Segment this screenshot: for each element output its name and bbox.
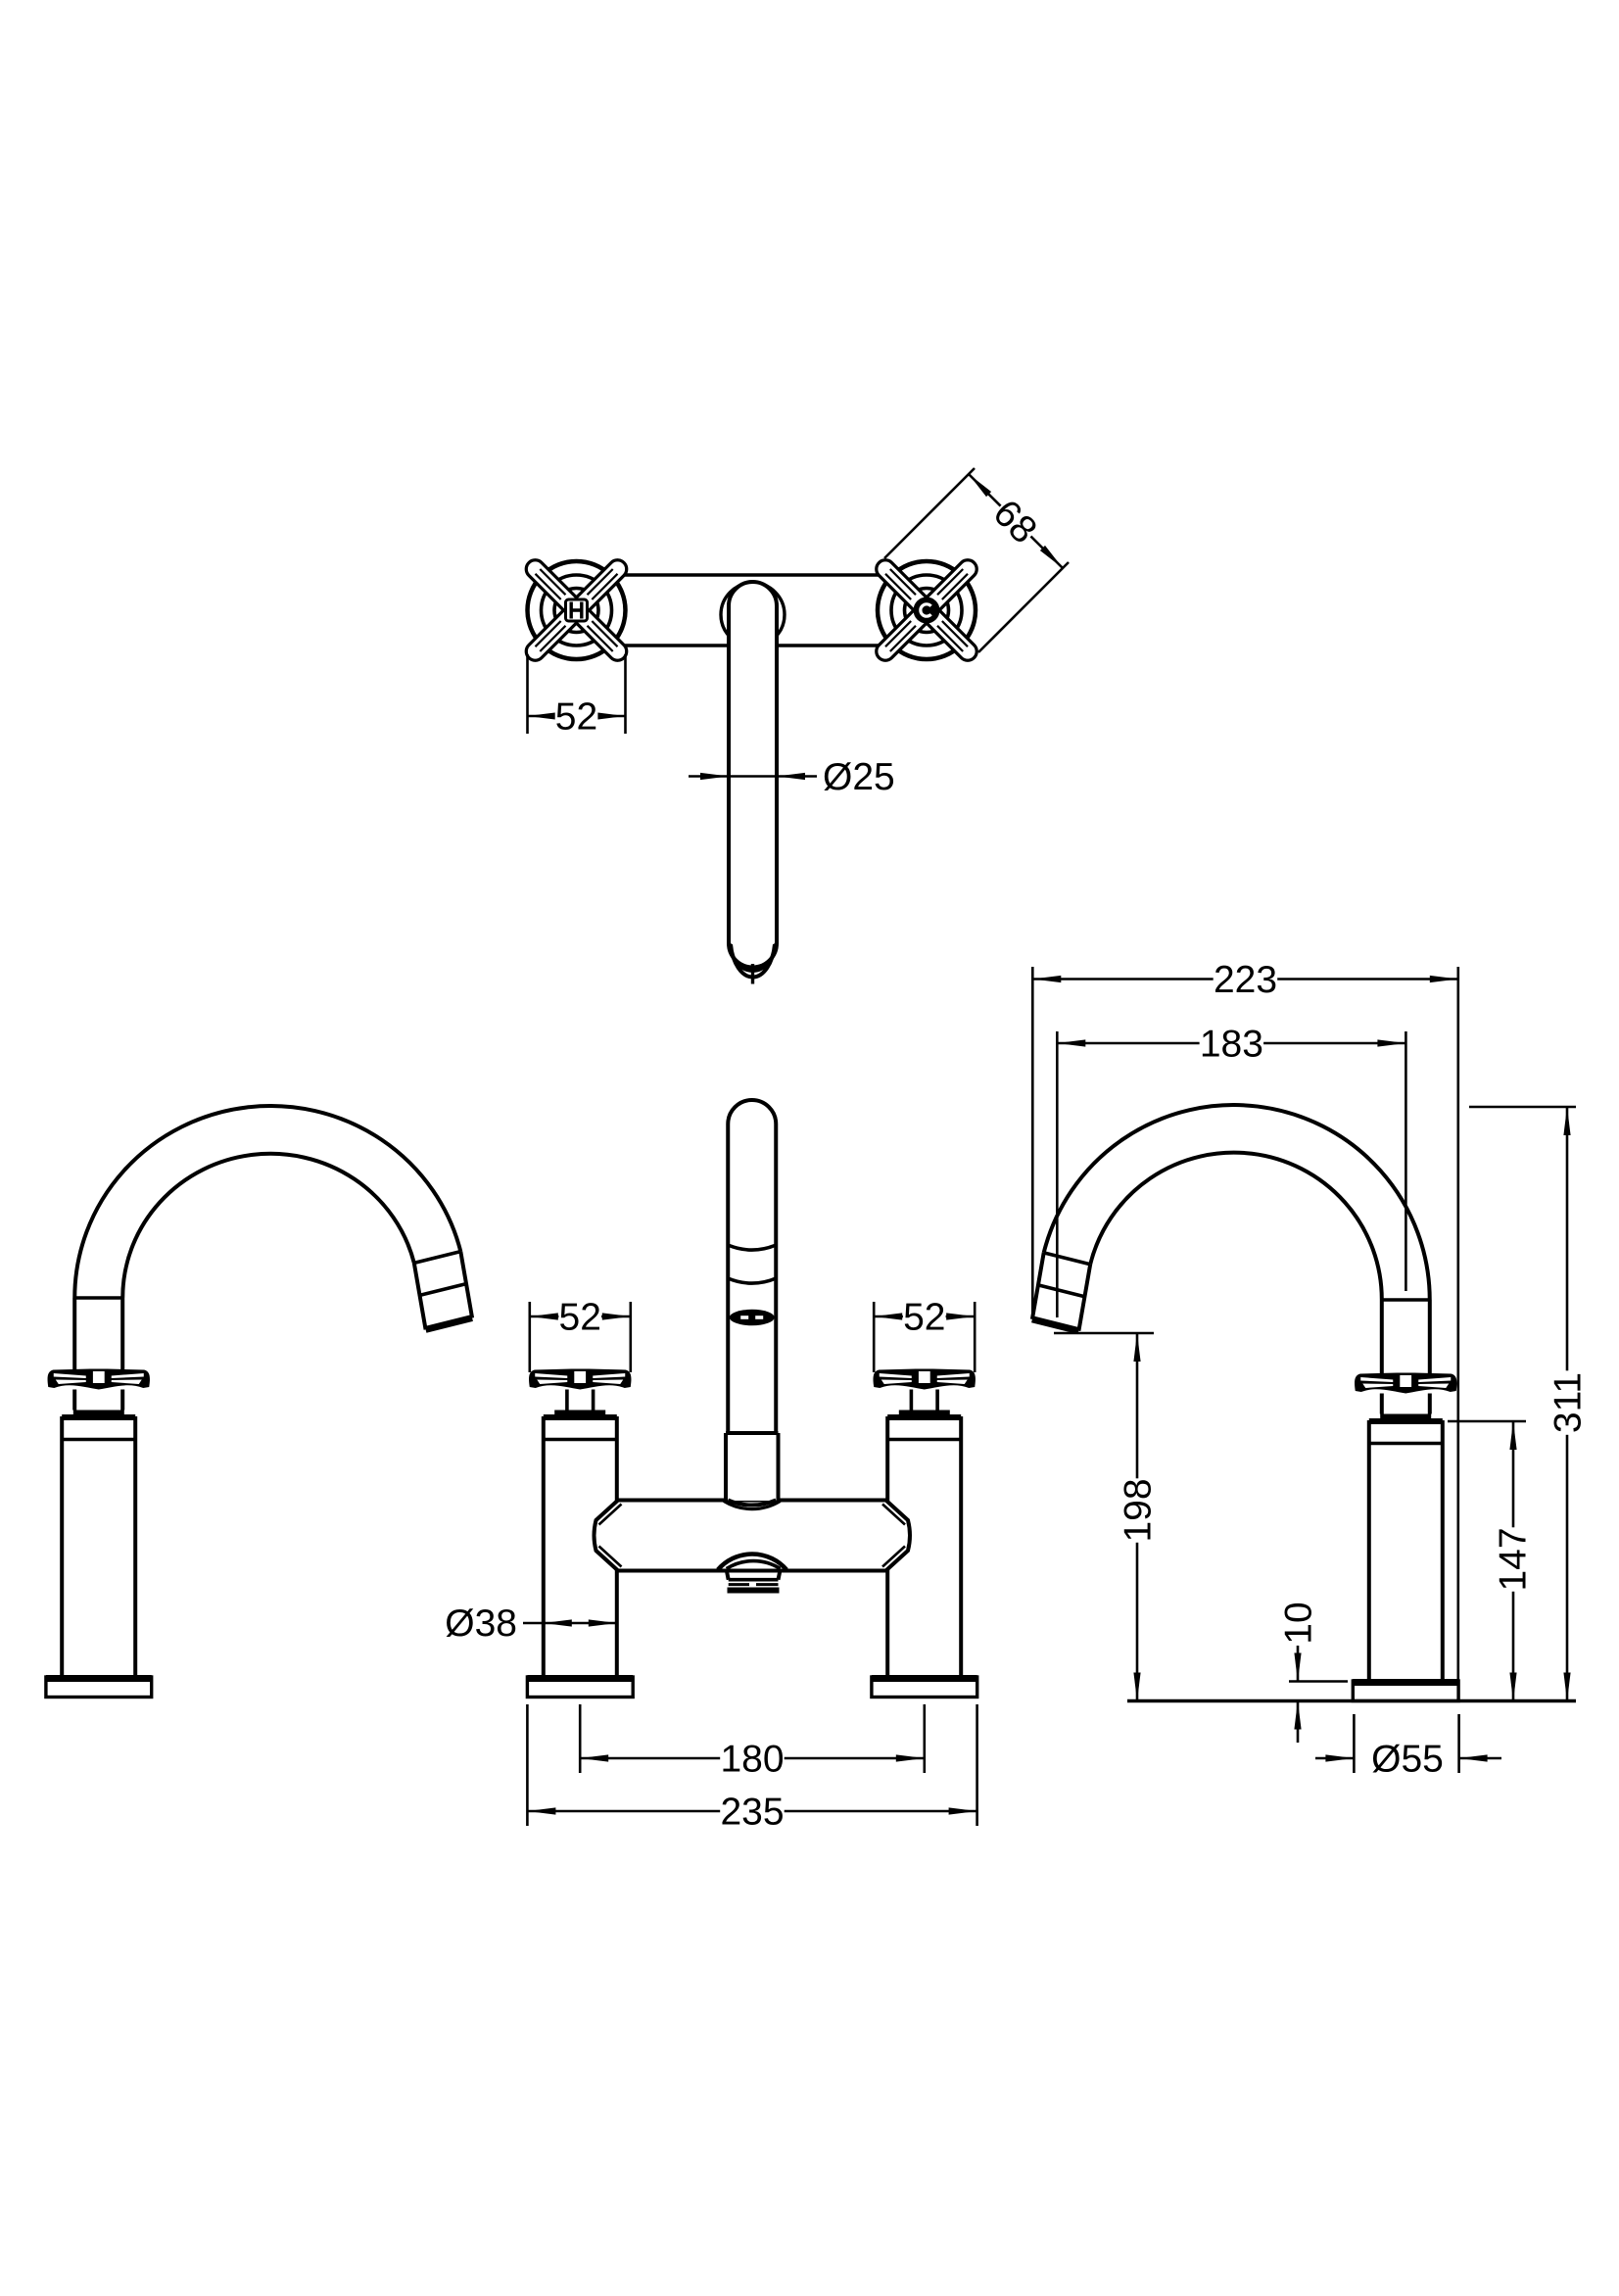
svg-text:52: 52: [559, 1297, 601, 1339]
svg-text:180: 180: [720, 1739, 784, 1781]
svg-text:10: 10: [1278, 1602, 1320, 1644]
svg-text:223: 223: [1214, 959, 1277, 1001]
svg-text:311: 311: [1548, 1372, 1590, 1433]
svg-text:235: 235: [720, 1792, 784, 1834]
svg-text:52: 52: [903, 1297, 945, 1339]
svg-text:Ø55: Ø55: [1371, 1739, 1444, 1781]
svg-text:147: 147: [1493, 1527, 1535, 1591]
svg-text:198: 198: [1118, 1478, 1160, 1542]
svg-text:Ø38: Ø38: [445, 1602, 517, 1645]
svg-text:Ø25: Ø25: [823, 756, 895, 798]
svg-text:52: 52: [555, 696, 597, 739]
svg-text:183: 183: [1200, 1024, 1263, 1066]
